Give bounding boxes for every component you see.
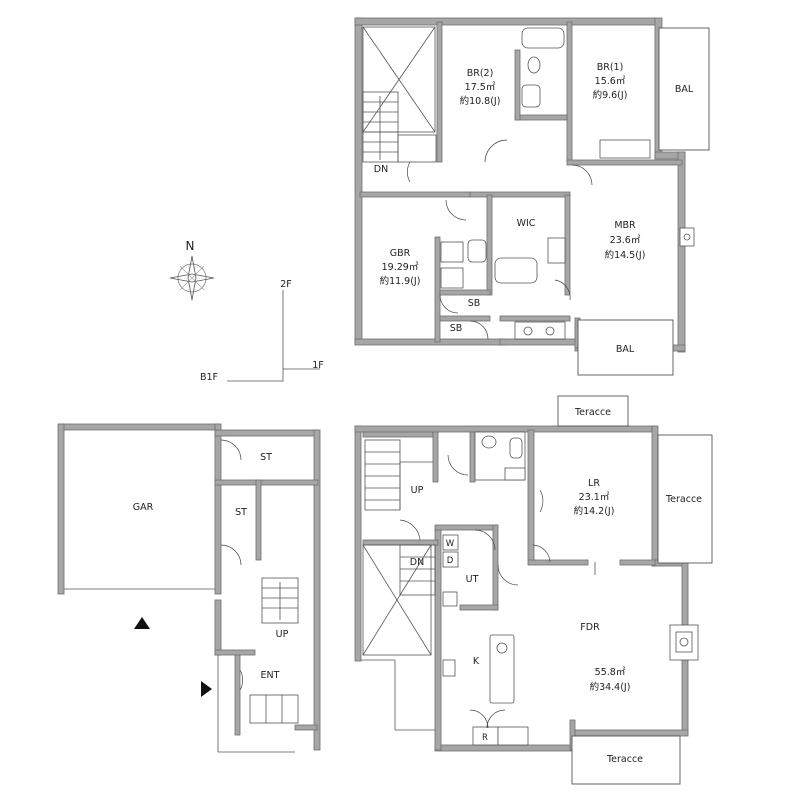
gbr-jyo: 約11.9(J) [380, 275, 421, 287]
br1-jyo: 約9.6(J) [593, 89, 628, 101]
terrace-top-label: Teracce [574, 407, 611, 418]
floor-1f: Teracce Teracce Teracce LR 23.1㎡ 約14.2(J… [354, 395, 713, 785]
up-1f-label: UP [411, 485, 424, 496]
ut-label: UT [466, 574, 479, 585]
mbr-name: MBR [614, 220, 636, 231]
st2-label: ST [235, 507, 247, 518]
floor-b1f: GAR ST ST UP ENT [57, 423, 321, 753]
level-2f: 2F [280, 279, 292, 290]
mbr-area: 23.6㎡ [610, 235, 641, 246]
gbr-name: GBR [390, 248, 411, 259]
ent-label: ENT [261, 670, 280, 681]
stairs-2f [362, 91, 437, 163]
wic-label: WIC [517, 218, 536, 229]
up-b1f-label: UP [276, 629, 289, 640]
compass-rose-icon: N [169, 239, 215, 301]
br2-jyo: 約10.8(J) [460, 95, 501, 107]
r-label: R [482, 733, 488, 743]
sb1-label: SB [468, 298, 481, 309]
entrance-arrow-icon [134, 617, 150, 629]
lr-area: 23.1㎡ [579, 492, 610, 503]
dn-1f-label: DN [410, 557, 424, 568]
br2-name: BR(2) [467, 68, 494, 79]
level-b1f: B1F [200, 372, 218, 383]
terrace-bottom-label: Teracce [606, 754, 643, 765]
fdr-area: 55.8㎡ [595, 667, 626, 678]
sb2-label: SB [450, 323, 463, 334]
fdr-name: FDR [580, 622, 600, 633]
k-label: K [473, 656, 480, 667]
br1-name: BR(1) [597, 62, 624, 73]
fireplace-icon [669, 624, 699, 661]
lr-name: LR [588, 478, 600, 489]
mbr-jyo: 約14.5(J) [605, 249, 646, 261]
br2-area: 17.5㎡ [465, 82, 496, 93]
lr-jyo: 約14.2(J) [574, 505, 615, 517]
bal-bottom-label: BAL [616, 344, 635, 355]
bal-top-label: BAL [675, 84, 694, 95]
fdr-jyo: 約34.4(J) [590, 681, 631, 693]
br1-area: 15.6㎡ [595, 76, 626, 87]
terrace-right-label: Teracce [665, 494, 702, 505]
floor-2f: BR(2) 17.5㎡ 約10.8(J) BR(1) 15.6㎡ 約9.6(J)… [354, 17, 710, 376]
gbr-area: 19.29㎡ [382, 262, 419, 273]
stairs-1f [364, 439, 436, 596]
w-label: W [446, 539, 455, 549]
entrance-arrow-icon [201, 681, 212, 697]
st1-label: ST [260, 452, 272, 463]
gar-label: GAR [133, 502, 154, 513]
level-key: B1F 1F 2F [200, 279, 324, 383]
north-label: N [186, 239, 195, 253]
level-1f: 1F [312, 360, 324, 371]
d-label: D [447, 556, 454, 566]
dn-2f-label: DN [374, 164, 388, 175]
